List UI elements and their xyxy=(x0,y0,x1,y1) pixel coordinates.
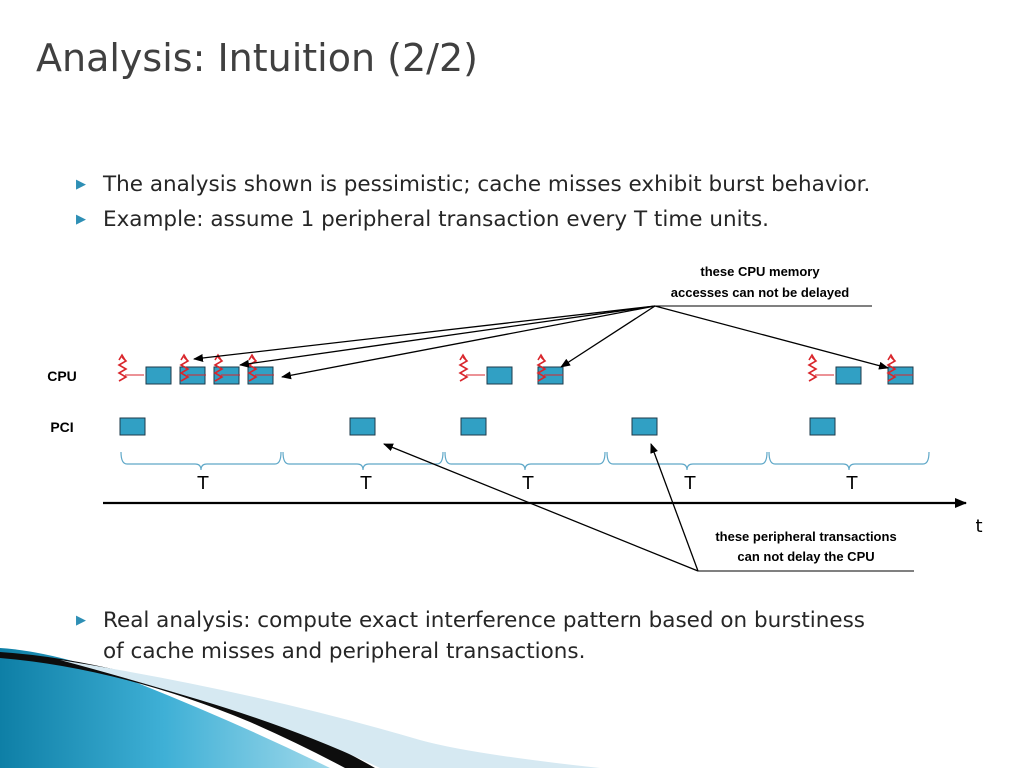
callout-arrow xyxy=(560,305,656,368)
time-axis-label: t xyxy=(975,516,982,537)
cache-miss-burst-icon xyxy=(458,353,485,382)
period-label: T xyxy=(846,473,859,494)
callout-text-line-2: accesses can not be delayed xyxy=(671,285,850,300)
callout-cpu-accesses: these CPU memory accesses can not be del… xyxy=(193,264,889,380)
cache-miss-burst-icon xyxy=(247,353,274,382)
period-brace xyxy=(606,451,768,471)
cache-miss-burst-icon xyxy=(117,353,144,382)
cpu-access-box xyxy=(486,366,513,385)
pci-transaction-box xyxy=(349,417,376,436)
callout-arrow xyxy=(193,305,656,362)
callout-text-line-1: these CPU memory xyxy=(700,264,820,279)
period-brace xyxy=(444,451,606,471)
cache-miss-burst-icon xyxy=(886,353,913,382)
bullet-item: ▶ Real analysis: compute exact interfere… xyxy=(76,605,865,667)
period-brace xyxy=(120,451,282,471)
period-label: T xyxy=(522,473,535,494)
slide-title: Analysis: Intuition (2/2) xyxy=(36,36,478,80)
bullet-arrow-icon: ▶ xyxy=(76,212,86,227)
bullet-item: ▶ The analysis shown is pessimistic; cac… xyxy=(76,169,870,200)
bullet-text: The analysis shown is pessimistic; cache… xyxy=(103,172,871,197)
pci-row-label: PCI xyxy=(50,419,73,435)
bullet-text: Example: assume 1 peripheral transaction… xyxy=(103,207,770,232)
bullet-arrow-icon: ▶ xyxy=(76,613,86,628)
bullet-text-line-1: Real analysis: compute exact interferenc… xyxy=(103,608,865,633)
callout-arrow xyxy=(239,305,656,368)
bullet-text-line-2: of cache misses and peripheral transacti… xyxy=(103,639,586,664)
pci-transaction-box xyxy=(460,417,487,436)
bullet-item: ▶ Example: assume 1 peripheral transacti… xyxy=(76,204,769,235)
cache-miss-burst-icon xyxy=(213,353,240,382)
callout-arrow xyxy=(650,443,699,572)
period-label: T xyxy=(684,473,697,494)
cache-miss-burst-icon xyxy=(536,353,563,382)
cache-miss-burst-icon xyxy=(179,353,206,382)
callout-arrow xyxy=(383,443,699,572)
pci-transaction-box xyxy=(631,417,658,436)
period-label: T xyxy=(197,473,210,494)
period-brace xyxy=(282,451,444,471)
bullet-arrow-icon: ▶ xyxy=(76,177,86,192)
pci-transaction-box xyxy=(809,417,836,436)
cpu-access-box xyxy=(835,366,862,385)
period-brace xyxy=(768,451,930,471)
callout-arrow xyxy=(654,305,889,370)
cpu-row-label: CPU xyxy=(47,368,77,384)
callout-peripheral-transactions: these peripheral transactions can not de… xyxy=(383,443,914,572)
callout-text-line-2: can not delay the CPU xyxy=(737,549,874,564)
callout-arrow xyxy=(281,305,656,380)
callout-text-line-1: these peripheral transactions xyxy=(715,529,896,544)
cache-miss-burst-icon xyxy=(807,353,834,382)
pci-transaction-box xyxy=(119,417,146,436)
period-label: T xyxy=(360,473,373,494)
decorative-swoosh xyxy=(0,648,600,768)
cpu-access-box xyxy=(145,366,172,385)
